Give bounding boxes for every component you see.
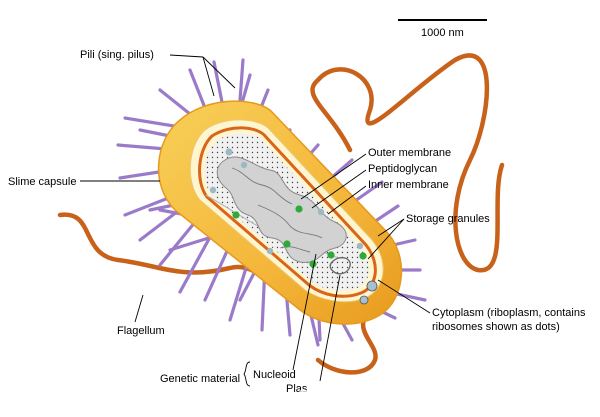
storage-granules-label: Storage granules (406, 213, 490, 225)
peptidoglycan-label: Peptidoglycan (368, 163, 437, 175)
nucleoid-label: Nucleoid (253, 369, 296, 381)
plasmid (329, 256, 351, 275)
leader-lines (80, 54, 431, 382)
flagellum-basal-body (366, 280, 378, 292)
pilus (188, 68, 207, 110)
genetic-material-label: Genetic material (160, 373, 240, 385)
outer-membrane-label: Outer membrane (368, 147, 451, 159)
peptidoglycan-layer (198, 126, 377, 298)
pilus (238, 58, 245, 102)
flagellum-basal-body-2 (359, 295, 369, 305)
pili-label: Pili (sing. pilus) (80, 49, 154, 61)
bottom-fade (300, 390, 600, 417)
scale-bar-label: 1000 nm (421, 27, 464, 39)
inner-membrane-label: Inner membrane (368, 179, 449, 191)
slime-capsule-label: Slime capsule (8, 176, 76, 188)
cytoplasm-label-line2: ribosomes shown as dots) (432, 321, 560, 333)
flagellum-main (310, 53, 505, 273)
pilus (212, 60, 224, 104)
nucleoid (216, 156, 347, 263)
genetic-material-brace (243, 361, 251, 387)
cytoplasm-label-line1: Cytoplasm (riboplasm, contains (432, 307, 586, 319)
flagellum-bottom (315, 307, 378, 375)
nucleoid-strands (231, 167, 323, 253)
flagellum-label: Flagellum (117, 325, 165, 337)
storage-granules (209, 148, 367, 268)
